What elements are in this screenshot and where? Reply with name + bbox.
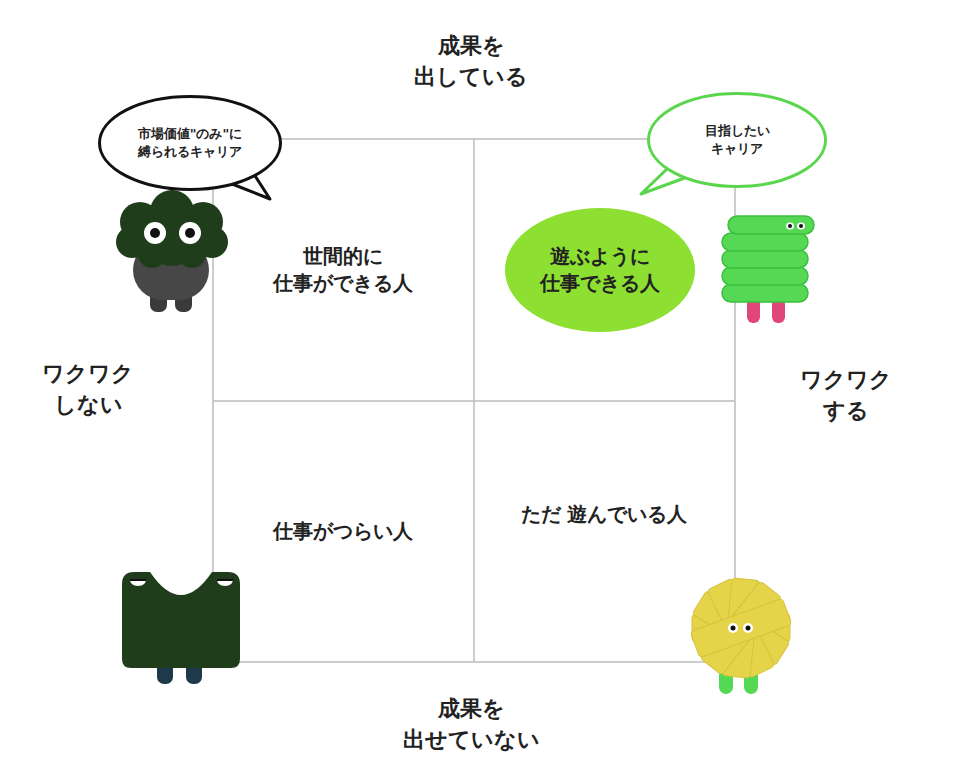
speech-bubble: 市場価値"のみ"に 縛られるキャリア xyxy=(98,95,282,191)
node-text: ただ 遊んでいる人 xyxy=(509,501,699,528)
axis-label: ワクワク しない xyxy=(33,359,143,421)
block-creature xyxy=(122,572,240,684)
highlight-ellipse: 遊ぶように 仕事できる人 xyxy=(505,208,695,332)
node-outline xyxy=(505,208,695,332)
spiral-creature xyxy=(722,216,814,323)
node-outline xyxy=(98,95,282,191)
quadrant-cell: 仕事がつらい人 xyxy=(233,501,453,561)
node-text: 市場価値"のみ"に 縛られるキャリア xyxy=(124,125,256,160)
axis-label: ワクワク する xyxy=(791,365,901,427)
node-text: 仕事がつらい人 xyxy=(248,518,438,545)
node-shape xyxy=(505,208,695,332)
bush-creature xyxy=(116,190,228,312)
quadrant-grid xyxy=(213,139,735,662)
axis-label: 成果を 出せていない xyxy=(386,694,556,756)
axis-label: 成果を 出している xyxy=(396,31,546,93)
node-shape xyxy=(649,94,826,187)
node-text: 遊ぶように 仕事できる人 xyxy=(527,243,673,297)
node-text: 世間的に 仕事ができる人 xyxy=(258,243,428,297)
node-shape xyxy=(100,97,281,190)
quadrant-cell: 世間的に 仕事ができる人 xyxy=(233,220,453,320)
node-text: 目指したい キャリア xyxy=(695,122,779,157)
node-outline xyxy=(647,92,827,188)
star-creature xyxy=(690,578,792,694)
speech-bubble: 目指したい キャリア xyxy=(647,92,827,188)
quadrant-cell: ただ 遊んでいる人 xyxy=(494,469,714,559)
